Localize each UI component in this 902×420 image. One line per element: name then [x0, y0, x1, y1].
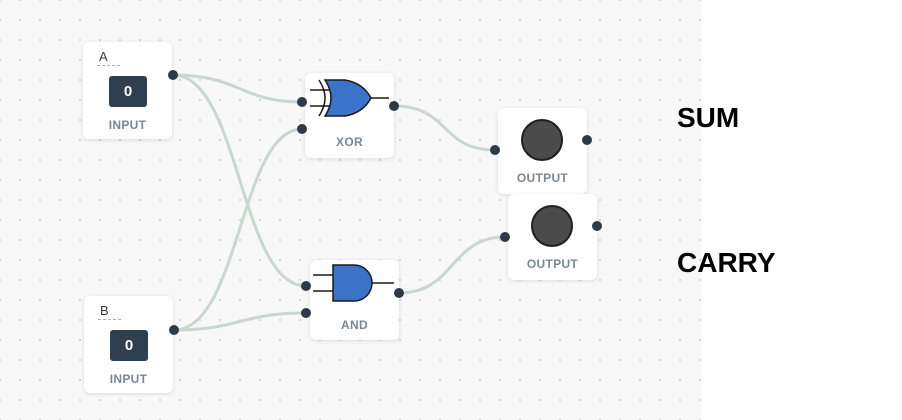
and-gate-label: AND — [341, 318, 368, 332]
xor-gate-label: XOR — [336, 135, 363, 149]
output-carry-lamp — [531, 205, 573, 247]
input-a-label: INPUT — [108, 118, 147, 132]
carry-annotation: CARRY — [677, 247, 776, 278]
input-b-toggle[interactable]: 0 — [110, 330, 148, 361]
output-sum-label: OUTPUT — [516, 171, 569, 185]
xor-gate-node[interactable]: XOR — [305, 73, 394, 158]
output-sum-lamp — [521, 119, 563, 161]
input-a-toggle[interactable]: 0 — [109, 76, 147, 107]
port-carry-in[interactable] — [500, 232, 510, 242]
port-input-a-out[interactable] — [168, 70, 178, 80]
output-carry-label: OUTPUT — [526, 257, 579, 271]
and-gate-icon — [313, 264, 394, 302]
port-and-in-2[interactable] — [301, 308, 311, 318]
and-gate-node[interactable]: AND — [310, 260, 399, 340]
input-a-node[interactable]: A 0 INPUT — [83, 42, 172, 139]
input-a-name[interactable]: A — [97, 49, 120, 66]
port-sum-out[interactable] — [582, 135, 592, 145]
input-b-node[interactable]: B 0 INPUT — [84, 296, 173, 393]
port-input-b-out[interactable] — [169, 325, 179, 335]
port-sum-in[interactable] — [490, 145, 500, 155]
port-xor-out[interactable] — [389, 101, 399, 111]
input-b-label: INPUT — [109, 372, 148, 386]
port-xor-in-1[interactable] — [297, 97, 307, 107]
xor-gate-icon — [310, 79, 389, 117]
port-xor-in-2[interactable] — [297, 124, 307, 134]
port-and-in-1[interactable] — [301, 281, 311, 291]
port-carry-out[interactable] — [592, 221, 602, 231]
port-and-out[interactable] — [394, 288, 404, 298]
input-b-name[interactable]: B — [98, 303, 121, 320]
sum-annotation: SUM — [677, 102, 740, 133]
output-sum-node[interactable]: OUTPUT — [498, 108, 587, 194]
output-carry-node[interactable]: OUTPUT — [508, 194, 597, 280]
